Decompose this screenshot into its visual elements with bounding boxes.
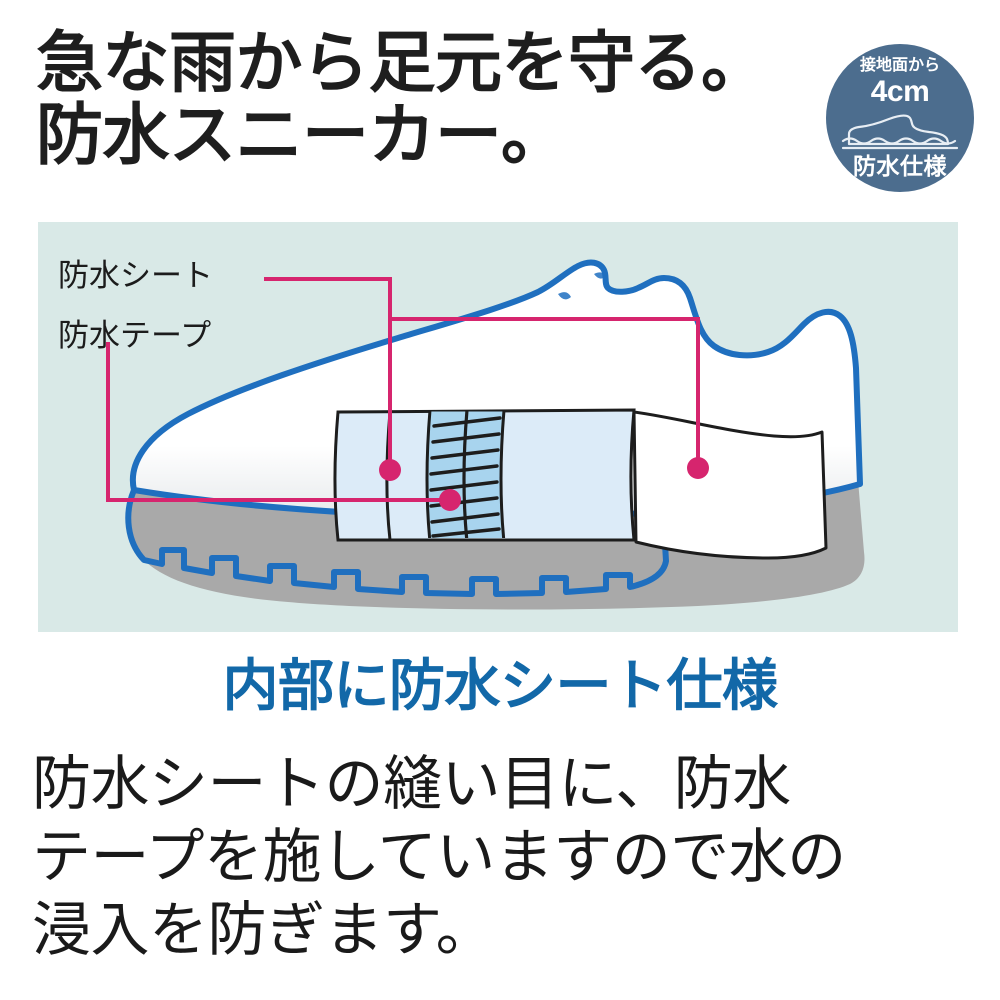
dot-sheet-branch — [687, 457, 709, 479]
shoe-sole-outline — [125, 487, 669, 597]
shoe-eyelet-2 — [558, 292, 571, 300]
leader-tape — [106, 342, 452, 502]
badge-measure-value: 4cm — [870, 75, 930, 108]
shoe-eyelet-1 — [594, 272, 606, 279]
page-title: 急な雨から足元を守る。 防水スニーカー。 — [36, 28, 836, 171]
body-line-3: 浸入を防ぎます。 — [32, 897, 495, 964]
description-paragraph: 防水シートの縫い目に、防水 テープを施していますので水の 浸入を防ぎます。 — [32, 748, 976, 967]
callout-label-sheet: 防水シート — [58, 258, 213, 293]
dot-tape — [439, 489, 461, 511]
cutaway-flap — [632, 410, 828, 560]
waterproof-shoe-wave-icon — [841, 114, 959, 150]
callout-dots — [379, 457, 709, 511]
waterproof-badge: 接地面から 4cm 防水仕様 — [826, 44, 974, 192]
leader-sheet-branch — [388, 317, 700, 470]
body-line-1: 防水シートの縫い目に、防水 — [32, 751, 791, 817]
headline-line-1: 急な雨から足元を守る。 — [36, 26, 768, 101]
shoe-diagram-svg — [106, 259, 865, 610]
body-line-2: テープを施していますので水の — [32, 824, 846, 891]
callout-leaders — [106, 277, 700, 502]
shoe-cutaway-diagram: 防水シート 防水テープ — [38, 222, 958, 632]
callout-label-tape: 防水テープ — [58, 318, 212, 353]
dot-sheet — [379, 459, 401, 481]
badge-bottom-label: 防水仕様 — [853, 153, 947, 179]
leader-sheet — [264, 277, 392, 472]
section-subhead: 内部に防水シート仕様 — [222, 654, 779, 717]
headline-line-2: 防水スニーカー。 — [36, 97, 568, 173]
badge-top-label: 接地面から — [859, 57, 940, 74]
seam-line — [462, 410, 469, 538]
